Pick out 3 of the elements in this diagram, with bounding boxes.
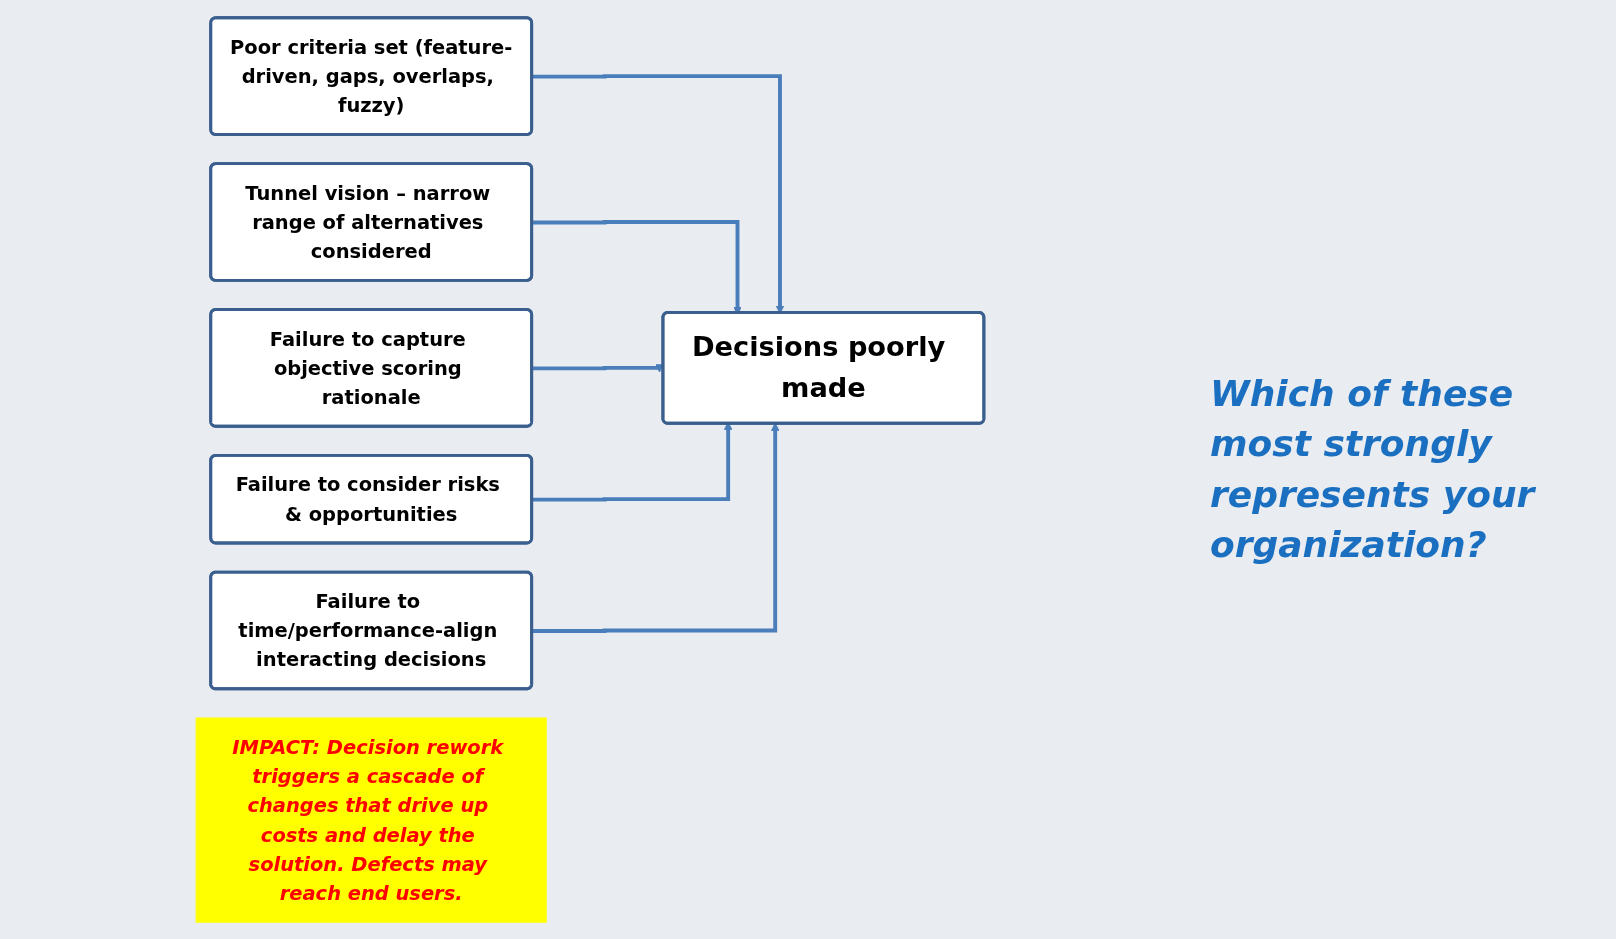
question-text: Which of these most strongly represents your organization? (1210, 371, 1537, 567)
arrow (532, 422, 780, 633)
node-box: IMPACT: Decision rework triggers a cascade of changes that drive up costs and delay the solution. Defects may reach end users. (195, 717, 547, 923)
